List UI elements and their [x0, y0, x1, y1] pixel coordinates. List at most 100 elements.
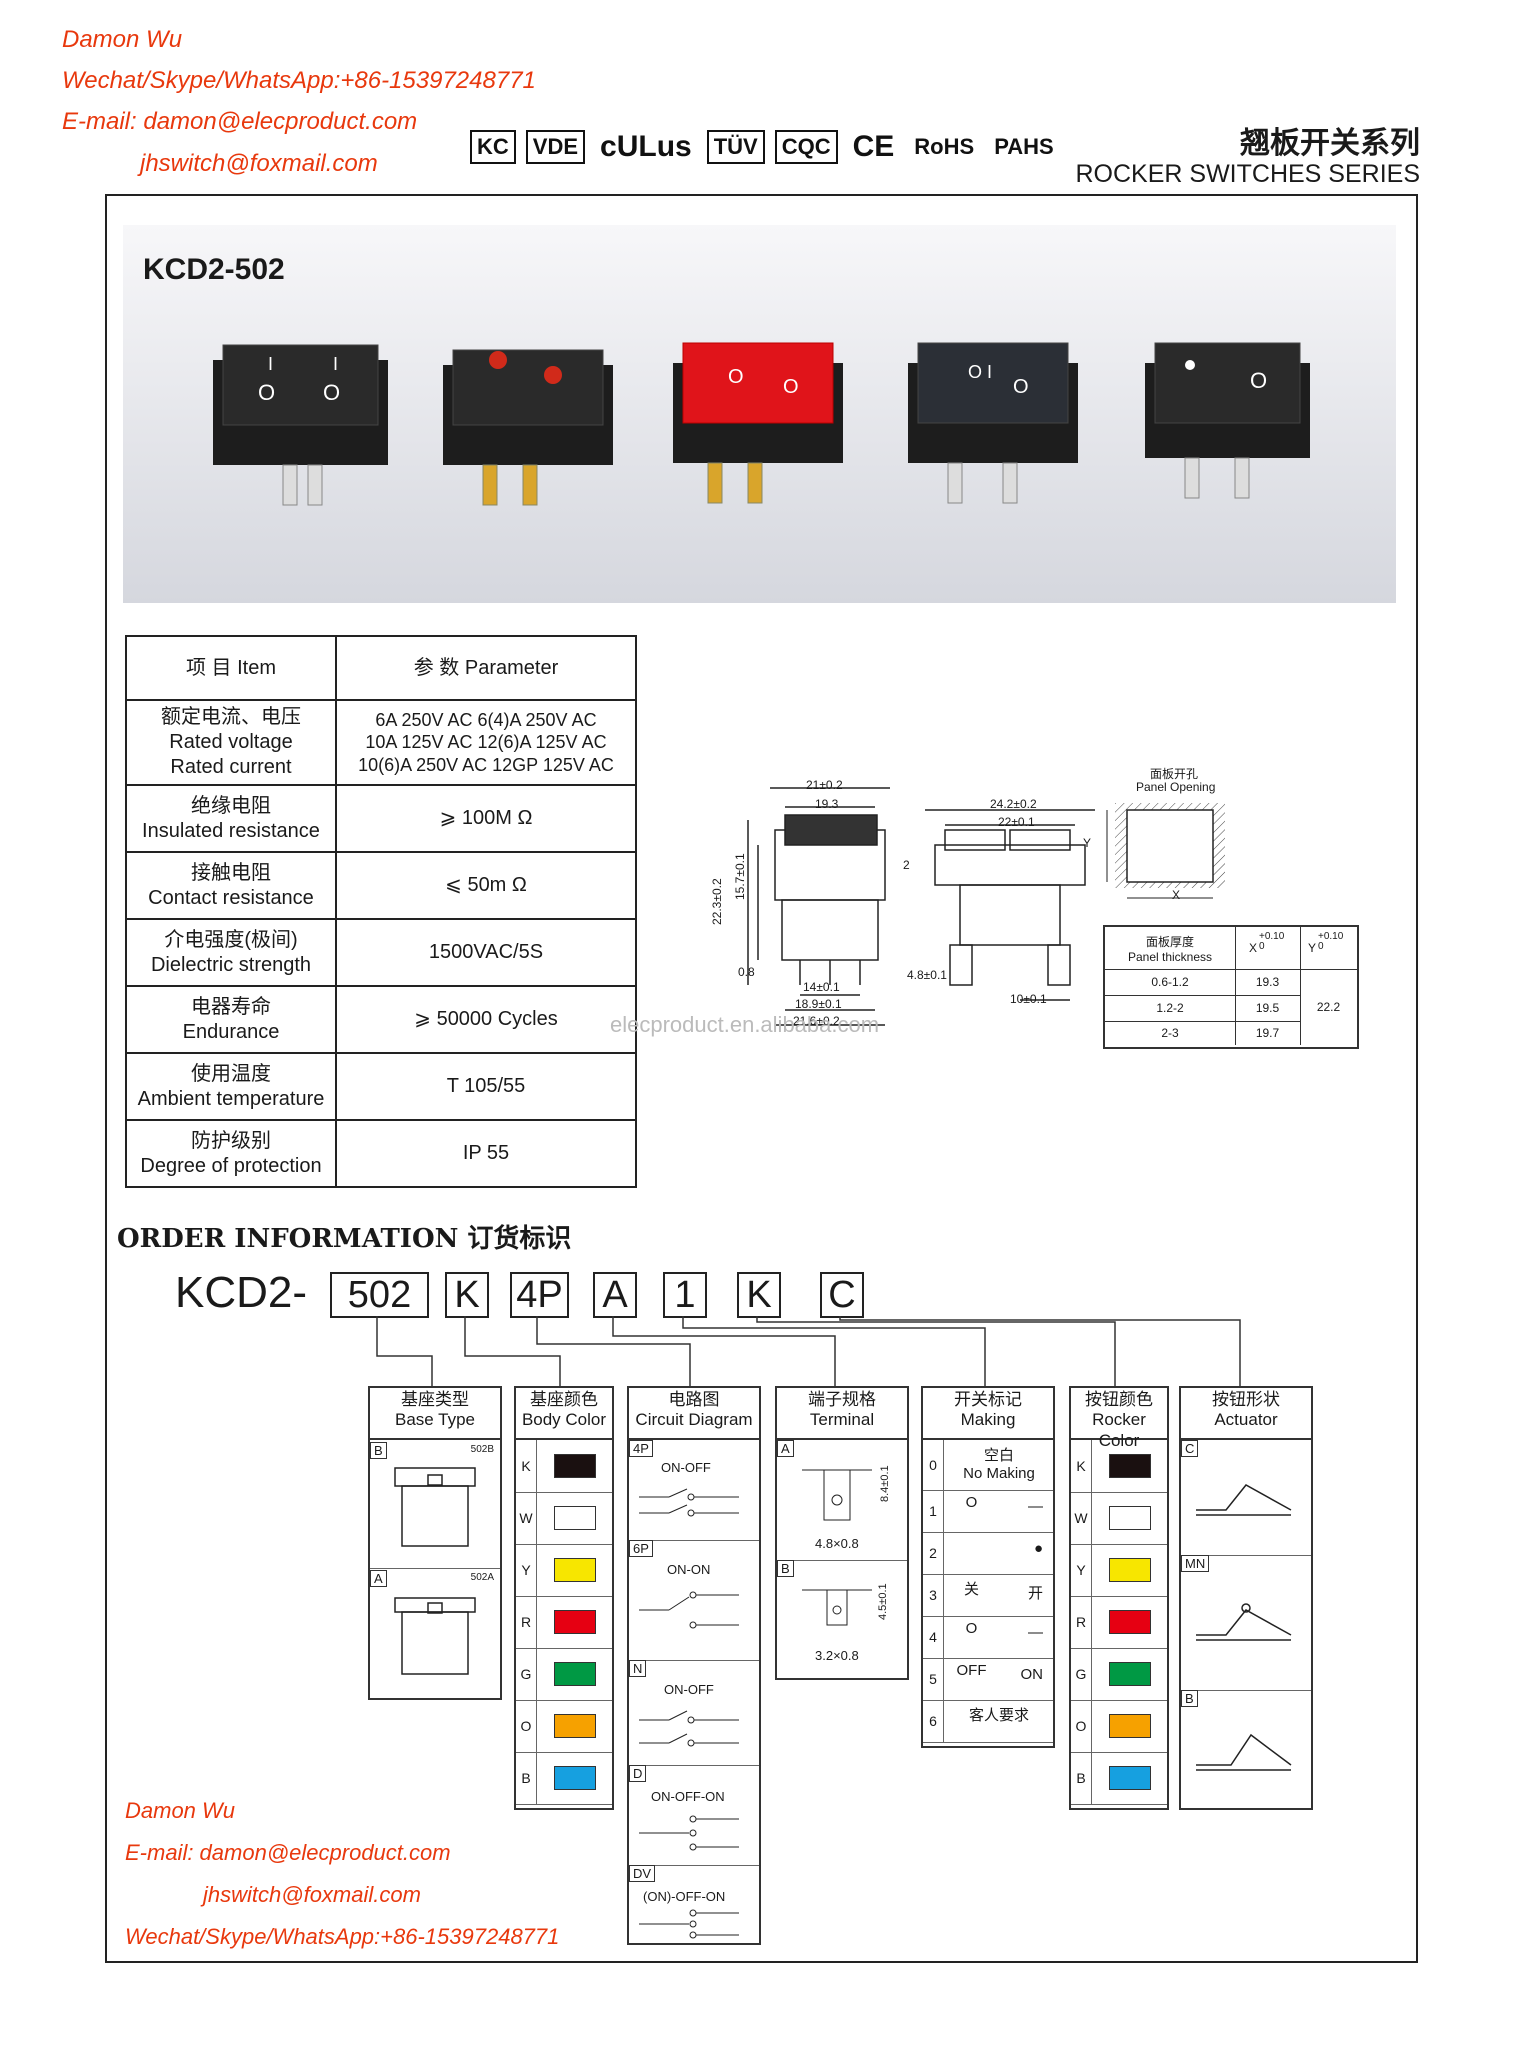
- body-color-row: K: [516, 1440, 612, 1493]
- dim-side-terminal: 4.8±0.1: [907, 968, 947, 982]
- circuit-n-symbol: [639, 1710, 739, 1747]
- tuv-logo: TÜV: [706, 130, 765, 164]
- rocker-color-cn: 按钮颜色: [1085, 1390, 1153, 1409]
- terminal-cn: 端子规格: [808, 1390, 876, 1409]
- circuit-code: DV: [629, 1865, 656, 1882]
- dim-side-pin-span: 10±0.1: [1010, 992, 1047, 1006]
- marking-left: 空白 No Making: [963, 1447, 1035, 1482]
- dim-front-total-height: 22.3±0.2: [710, 878, 724, 925]
- rocker-color-key: O: [1071, 1700, 1092, 1752]
- actuator-tag: C: [1181, 1440, 1199, 1457]
- body-color-en: Body Color: [521, 1410, 607, 1430]
- marking-key: 0: [923, 1440, 944, 1490]
- marking-key: 3: [923, 1574, 944, 1616]
- param-label-en: Insulated resistance: [142, 819, 320, 842]
- rocker-color-row: R: [1071, 1596, 1167, 1649]
- rocker-color-swatch: [1109, 1610, 1151, 1634]
- rocker-color-key: Y: [1071, 1544, 1092, 1596]
- cqc-logo: CQC: [774, 130, 838, 164]
- body-color-key: G: [516, 1648, 537, 1700]
- order-connector-lines: [376, 1316, 1241, 1386]
- rocker-color-key: K: [1071, 1440, 1092, 1492]
- marking-left: 客人要求: [968, 1707, 1029, 1724]
- body-color-key: K: [516, 1440, 537, 1492]
- y-tolerance: +0.10 0: [1318, 931, 1344, 952]
- rocker-color-swatch: [1109, 1714, 1151, 1738]
- panel-opening-cn: 面板开孔: [1150, 767, 1199, 781]
- rocker-color-key: R: [1071, 1596, 1092, 1648]
- dim-side-inner: 22±0.1: [998, 815, 1035, 829]
- actuator-mn-drawing: [1196, 1603, 1292, 1641]
- actuator-cn: 按钮形状: [1212, 1390, 1280, 1409]
- param-label-cn: 额定电流、电压: [161, 706, 301, 728]
- x-row-2: 19.5: [1235, 995, 1301, 1022]
- marking-right: —: [1028, 1498, 1043, 1515]
- body-color-swatch: [554, 1558, 596, 1582]
- dim-front-width: 21±0.2: [806, 778, 843, 792]
- svg-text:I: I: [268, 354, 273, 374]
- rocker-color-key: B: [1071, 1752, 1092, 1804]
- dim-front-thickness: 0.8: [738, 965, 755, 979]
- footer-email: E-mail: damon@elecproduct.com: [125, 1840, 451, 1865]
- param-label-en: Rated voltage Rated current: [169, 731, 293, 778]
- body-color-key: R: [516, 1596, 537, 1648]
- marking-en: Making: [960, 1410, 1016, 1430]
- model-number: KCD2-502: [143, 253, 285, 286]
- circuit-6p-symbol: [639, 1591, 739, 1629]
- x-row-3: 19.7: [1235, 1021, 1301, 1045]
- pahs-logo: PAHS: [994, 134, 1054, 159]
- body-color-swatch: [554, 1714, 596, 1738]
- circuit-label: ON-ON: [667, 1562, 711, 1577]
- switch-photo-4: O IO: [908, 342, 1078, 504]
- rocker-color-row: B: [1071, 1752, 1167, 1805]
- x-tolerance: +0.10 0: [1259, 931, 1285, 952]
- svg-text:O: O: [323, 380, 340, 405]
- base-a-drawing: [394, 1597, 476, 1675]
- series-title-en: ROCKER SWITCHES SERIES: [1075, 160, 1421, 188]
- panel-thickness-table: 面板厚度 Panel thickness X +0.10 0 Y +0.10 0…: [1103, 925, 1359, 1049]
- circuit-label: (ON)-OFF-ON: [643, 1889, 726, 1904]
- terminal-b-drawing: [802, 1589, 872, 1626]
- param-value: 1500VAC/5S: [335, 918, 637, 987]
- marking-key: 6: [923, 1700, 944, 1742]
- contact-wechat: Wechat/Skype/WhatsApp:+86-15397248771: [62, 67, 536, 94]
- code-body-color: K: [445, 1272, 489, 1318]
- content-frame: [105, 194, 1418, 1963]
- rocker-color-row: Y: [1071, 1544, 1167, 1597]
- body-color-cn: 基座颜色: [530, 1390, 598, 1409]
- rocker-color-key: W: [1071, 1492, 1092, 1544]
- dim-side-gap: 2: [903, 858, 910, 872]
- marking-left: O: [965, 1494, 978, 1511]
- x-head: X: [1249, 941, 1258, 955]
- footer-name: Damon Wu: [125, 1798, 236, 1823]
- circuit-code: 4P: [629, 1440, 653, 1457]
- marking-right: 开: [1027, 1585, 1043, 1602]
- svg-text:O: O: [1250, 368, 1267, 393]
- thickness-head-en: Panel thickness: [1127, 950, 1213, 964]
- actuator-en: Actuator: [1214, 1410, 1278, 1430]
- watermark: elecproduct.en.alibaba.com: [610, 1012, 880, 1037]
- terminal-a-size: 4.8×0.8: [815, 1536, 859, 1551]
- param-label-en: Contact resistance: [148, 886, 314, 909]
- marking-key: 2: [923, 1532, 944, 1574]
- panel-opening-en: Panel Opening: [1136, 780, 1216, 794]
- terminal-a-drawing: [802, 1469, 872, 1521]
- y-value: 22.2: [1316, 1000, 1341, 1014]
- circuit-code: 6P: [629, 1540, 653, 1557]
- param-label-cn: 使用温度: [191, 1062, 271, 1085]
- body-color-row: W: [516, 1492, 612, 1545]
- order-code-prefix: KCD2-: [175, 1268, 308, 1317]
- base-a-tag: A: [370, 1570, 387, 1587]
- rocker-color-swatch: [1109, 1766, 1151, 1790]
- param-value: ⩾ 100M Ω: [335, 784, 637, 853]
- dim-front-flange: 21.6±0.2: [793, 1014, 840, 1028]
